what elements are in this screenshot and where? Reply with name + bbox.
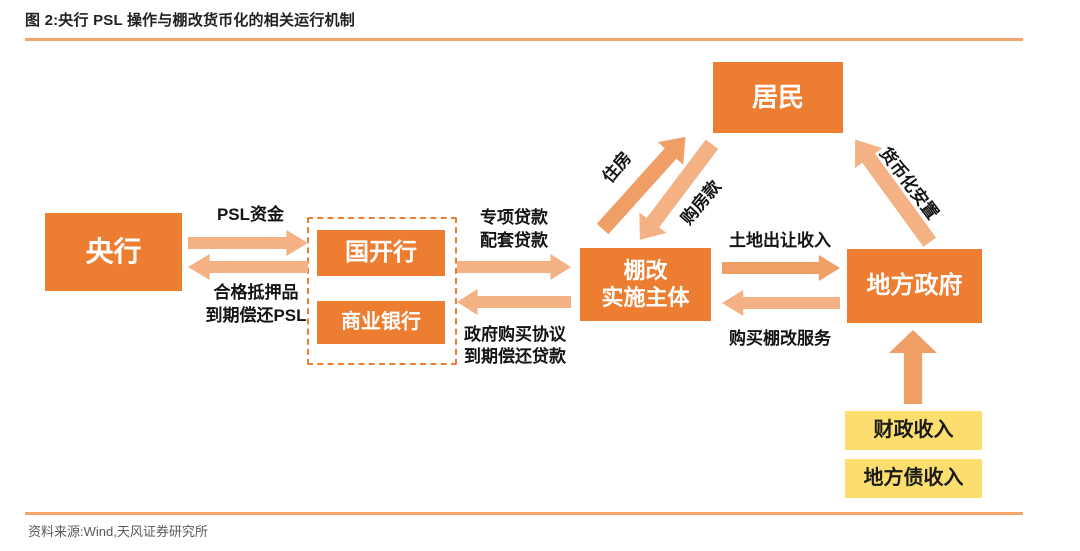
cdb-label: 国开行 [345,239,417,267]
special-loans-line2: 配套贷款 [480,231,548,250]
special-loans-arrow [457,254,571,280]
shantytown-entity-line2: 实施主体 [601,284,690,310]
housing-label: 住房 [598,148,636,187]
gov-purchase-line2: 到期偿还贷款 [464,347,566,366]
local-debt-revenue-label: 地方债收入 [863,467,964,490]
fiscal-revenue-label: 财政收入 [873,419,954,442]
central-bank-box: 央行 [45,213,182,291]
fiscal-revenue-box: 财政收入 [845,411,982,450]
collateral-return-arrow [188,254,308,280]
land-income-arrow [722,255,840,281]
commercial-bank-box: 商业银行 [317,301,445,344]
central-bank-label: 央行 [85,235,142,267]
shantytown-entity-line1: 棚改 [623,257,668,283]
gov-purchase-arrow [457,289,571,315]
local-government-label: 地方政府 [866,272,963,300]
shantytown-entity-box: 棚改 实施主体 [580,248,711,321]
source-divider [25,512,1023,515]
fiscal-funding-arrow [889,330,937,404]
bank-group-dashed-box [307,217,457,365]
local-government-box: 地方政府 [847,249,982,323]
local-debt-revenue-box: 地方债收入 [845,459,982,498]
residents-label: 居民 [751,81,804,112]
shantytown-service-arrow [722,290,840,316]
residents-box: 居民 [713,62,843,133]
special-loans-label: 专项贷款 配套贷款 [452,206,576,252]
gov-purchase-label: 政府购买协议 到期偿还贷款 [448,324,582,368]
gov-purchase-line1: 政府购买协议 [464,325,566,344]
psl-funds-arrow [188,230,308,256]
psl-funds-label: PSL资金 [216,205,285,224]
figure-title: 图 2:央行 PSL 操作与棚改货币化的相关运行机制 [25,12,355,29]
special-loans-line1: 专项贷款 [480,208,548,227]
collateral-label-line2: 到期偿还PSL [205,306,307,325]
collateral-label-line1: 合格抵押品 [213,283,299,302]
source-note: 资料来源:Wind,天风证券研究所 [28,524,208,539]
cdb-box: 国开行 [317,230,445,276]
shantytown-service-label: 购买棚改服务 [729,329,831,348]
land-income-label: 土地出让收入 [729,231,831,250]
commercial-bank-label: 商业银行 [341,311,421,334]
title-underline [25,38,1023,41]
collateral-label: 合格抵押品 到期偿还PSL [180,281,332,327]
